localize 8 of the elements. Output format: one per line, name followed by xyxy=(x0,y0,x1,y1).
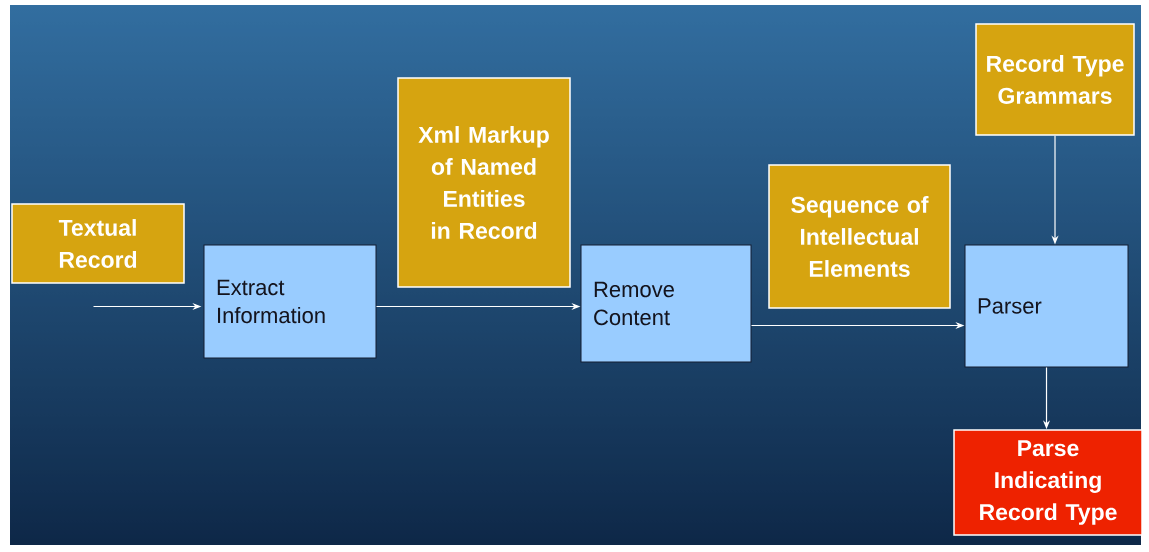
process-box: Extract Information xyxy=(203,244,377,359)
label-box: Sequence of Intellectual Elements xyxy=(768,164,951,309)
result-box: Parse Indicating Record Type xyxy=(953,429,1143,536)
label-box: Record Type Grammars xyxy=(975,23,1135,136)
label-box: Xml Markup of Named Entities in Record xyxy=(397,77,571,288)
label-box: Textual Record xyxy=(11,203,185,284)
process-box: Parser xyxy=(964,244,1129,368)
process-box: Remove Content xyxy=(580,244,752,363)
